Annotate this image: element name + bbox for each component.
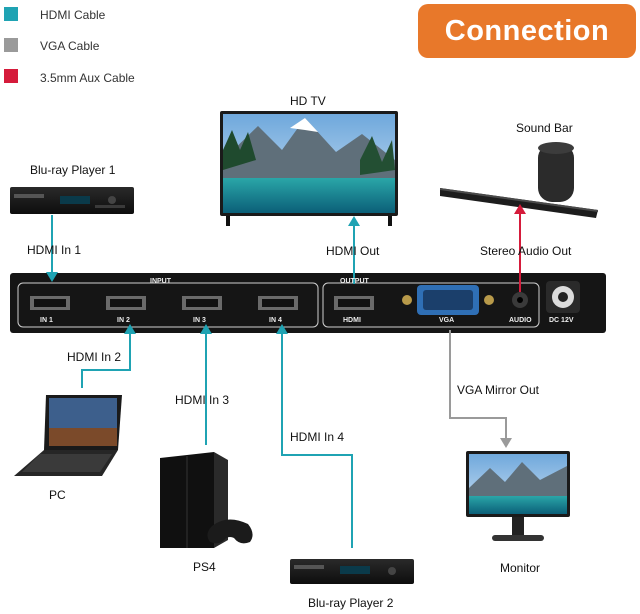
connection-banner: Connection — [418, 4, 636, 58]
label-hdmi-out: HDMI Out — [326, 244, 380, 258]
bluray2-image — [290, 559, 414, 584]
panel-label-audio: AUDIO — [509, 317, 532, 324]
label-vga-mirror-out: VGA Mirror Out — [457, 383, 540, 397]
panel-label-vga: VGA — [439, 317, 455, 324]
ps4-image — [160, 452, 253, 548]
panel-label-output: OUTPUT — [340, 278, 369, 285]
vga-port — [402, 285, 494, 315]
label-monitor: Monitor — [500, 561, 541, 575]
panel-label-in4: IN 4 — [269, 317, 282, 324]
label-soundbar: Sound Bar — [516, 121, 573, 135]
panel-label-in3: IN 3 — [193, 317, 206, 324]
hdmi-port-in2 — [106, 296, 146, 310]
hdmi-port-in3 — [182, 296, 222, 310]
dc-port — [546, 281, 580, 313]
hdmi-port-in4 — [258, 296, 298, 310]
cable-hdmi-in2 — [81, 330, 131, 388]
switch-box — [10, 273, 606, 333]
hdmi-port-in1 — [30, 296, 70, 310]
hdmi-cables — [51, 215, 355, 548]
label-hdmi-in3: HDMI In 3 — [175, 393, 230, 407]
legend-swatch-vga — [4, 38, 18, 52]
legend-label-hdmi: HDMI Cable — [40, 8, 106, 22]
bluray1-image — [10, 187, 134, 214]
monitor-image — [466, 451, 570, 541]
cable-vga — [449, 330, 507, 440]
label-hdmi-in4: HDMI In 4 — [290, 430, 345, 444]
arrow-aux — [514, 204, 526, 214]
legend-swatch-aux — [4, 69, 18, 83]
panel-label-in2: IN 2 — [117, 317, 130, 324]
arrow-hdmi-in4 — [276, 324, 288, 334]
label-stereo-audio-out: Stereo Audio Out — [480, 244, 572, 258]
label-ps4: PS4 — [193, 560, 216, 574]
soundbar-image — [440, 142, 598, 218]
legend-label-vga: VGA Cable — [40, 39, 100, 53]
label-pc: PC — [49, 488, 66, 502]
pc-image — [14, 395, 122, 476]
label-bluray2: Blu-ray Player 2 — [308, 596, 394, 610]
arrow-hdmi-in3 — [200, 324, 212, 334]
legend-swatch-hdmi — [4, 7, 18, 21]
hdtv-image — [220, 111, 398, 226]
arrow-hdmi-in1 — [46, 272, 58, 282]
legend-label-aux: 3.5mm Aux Cable — [40, 71, 135, 85]
arrow-hdmi-out — [348, 216, 360, 226]
panel-label-in1: IN 1 — [40, 317, 53, 324]
label-bluray1: Blu-ray Player 1 — [30, 163, 116, 177]
label-hdmi-in1: HDMI In 1 — [27, 243, 82, 257]
panel-label-input: INPUT — [150, 278, 171, 285]
cable-hdmi-in4 — [281, 330, 353, 548]
panel-label-dc: DC 12V — [549, 317, 574, 324]
label-hdtv: HD TV — [290, 94, 326, 108]
hdmi-arrows — [46, 216, 360, 334]
label-hdmi-in2: HDMI In 2 — [67, 350, 122, 364]
panel-label-hdmi: HDMI — [343, 317, 361, 324]
arrow-vga — [500, 438, 512, 448]
arrow-hdmi-in2 — [124, 324, 136, 334]
hdmi-port-out — [334, 296, 374, 310]
audio-jack — [512, 292, 528, 308]
